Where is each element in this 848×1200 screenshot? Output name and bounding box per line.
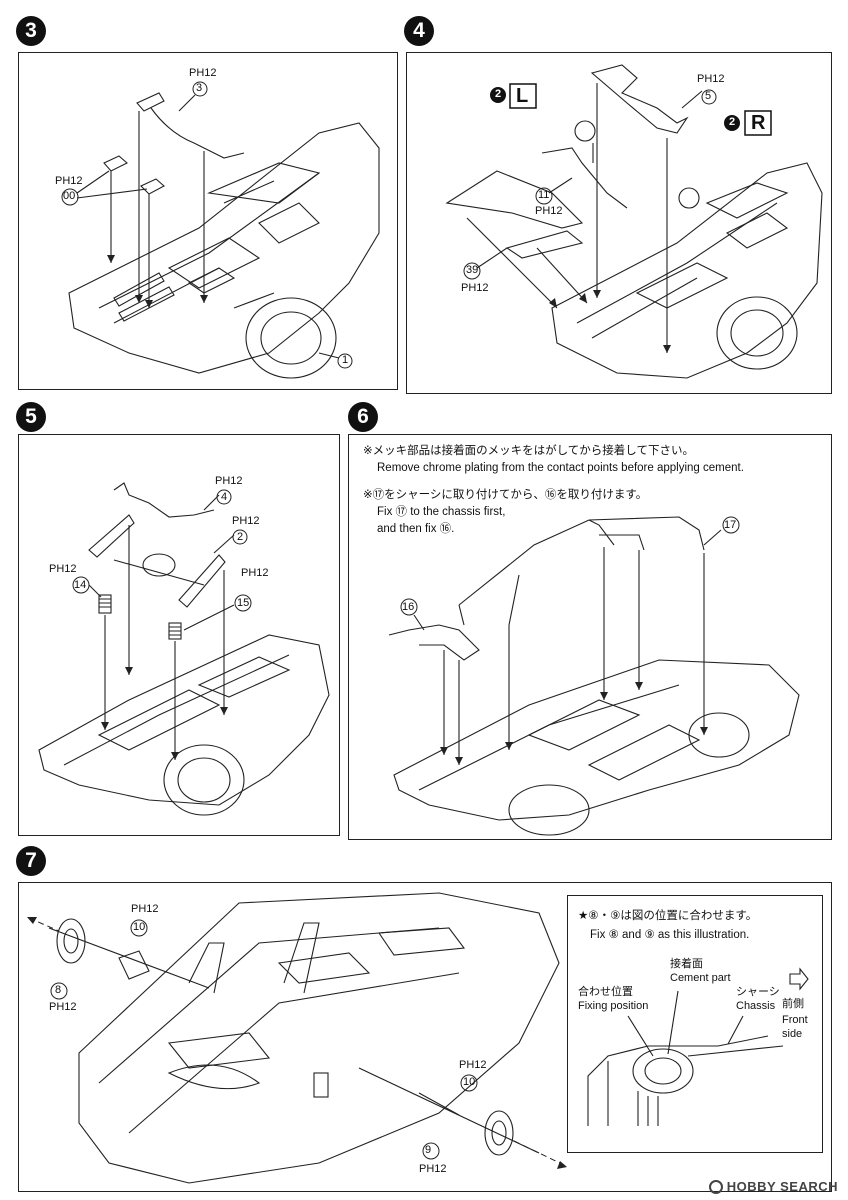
step-4-marker-l: L (516, 85, 529, 107)
step-7-number: 7 (16, 846, 46, 876)
watermark-text: HOBBY SEARCH (726, 1179, 838, 1194)
step-3-panel: PH12 3 PH12 00 1 (18, 52, 398, 390)
callout-chassis-en: Chassis (736, 1000, 776, 1012)
step-4-ph-a: PH12 (697, 73, 725, 85)
step-6-note-jp-2: ※⑰をシャーシに取り付けてから、⑯を取り付けます。 (363, 489, 648, 501)
step-5-ph-a: PH12 (215, 475, 243, 487)
step-3-ph-a: PH12 (189, 67, 217, 79)
step-4-ph-c: PH12 (461, 282, 489, 294)
step-6-note-jp-1: ※メッキ部品は接着面のメッキをはがしてから接着して下さい。 (363, 445, 694, 457)
step-6-illustration (388, 516, 800, 836)
step-5-illustration (38, 482, 330, 816)
step-3-part-b: 00 (63, 190, 76, 202)
hobby-search-logo-icon (708, 1179, 723, 1194)
step-6-part-a: 17 (724, 519, 737, 531)
watermark: HOBBY SEARCH (708, 1179, 838, 1194)
step-6-part-b: 16 (402, 601, 415, 613)
step-6-number: 6 (348, 402, 378, 432)
step-5-part-d: 15 (237, 597, 250, 609)
step-7-illustration (27, 892, 567, 1184)
step-6-note-en-2a: Fix ⑰ to the chassis first, (377, 506, 506, 518)
callout-front-jp: 前側 (782, 998, 804, 1010)
callout-front-en-2: side (782, 1028, 803, 1040)
step-6-note-en-1: Remove chrome plating from the contact p… (377, 462, 744, 474)
step-5-panel: PH12 4 PH12 2 PH12 14 PH12 15 (18, 434, 340, 836)
step-7-part-c: 10 (463, 1076, 476, 1088)
step-4-number: 4 (404, 16, 434, 46)
step-3-illustration (61, 81, 380, 379)
callout-illustration (587, 967, 809, 1126)
step-7-ph-d: PH12 (419, 1163, 447, 1175)
step-4-part-a: 5 (705, 90, 712, 102)
step-4-illustration (445, 64, 823, 379)
step-7-ph-a: PH12 (131, 903, 159, 915)
callout-cement-en: Cement part (670, 972, 731, 984)
step-4-marker-r-num: 2 (729, 116, 736, 128)
step-4-marker-l-num: 2 (495, 88, 502, 100)
step-4-marker-r: R (751, 112, 766, 134)
step-5-part-b: 2 (237, 531, 244, 543)
step-4-ph-b: PH12 (535, 205, 563, 217)
step-3-part-a: 3 (196, 82, 203, 94)
step-3-part-c: 1 (342, 354, 349, 366)
callout-fixing-jp: 合わせ位置 (578, 986, 633, 998)
callout-fixing-en: Fixing position (578, 1000, 649, 1012)
step-4-part-b: 11 (538, 189, 550, 201)
step-5-ph-b: PH12 (232, 515, 260, 527)
step-5-ph-d: PH12 (241, 567, 269, 579)
step-3-ph-b: PH12 (55, 175, 83, 187)
callout-jp-title: ★⑧・⑨は図の位置に合わせます。 (578, 910, 758, 922)
step-5-ph-c: PH12 (49, 563, 77, 575)
step-6-note-en-2b: and then fix ⑯. (377, 523, 455, 535)
step-5-number: 5 (16, 402, 46, 432)
callout-front-en-1: Front (782, 1014, 808, 1026)
step-3-number: 3 (16, 16, 46, 46)
callout-cement-jp: 接着面 (670, 958, 703, 970)
step-5-part-c: 14 (74, 579, 87, 591)
step-7-callout: ★⑧・⑨は図の位置に合わせます。 Fix ⑧ and ⑨ as this ill… (567, 895, 823, 1153)
callout-chassis-jp: シャーシ (736, 986, 780, 998)
step-7-ph-b: PH12 (49, 1001, 77, 1013)
step-4-part-c: 39 (466, 264, 479, 276)
callout-en-title: Fix ⑧ and ⑨ as this illustration. (590, 929, 750, 941)
step-7-ph-c: PH12 (459, 1059, 487, 1071)
step-7-part-b: 8 (55, 984, 62, 996)
step-5-part-a: 4 (221, 491, 228, 503)
step-7-part-a: 10 (133, 921, 146, 933)
step-7-panel: PH12 10 8 PH12 PH12 10 9 PH12 ★⑧・⑨は図の位置に… (18, 882, 832, 1192)
step-4-panel: PH12 5 2 L 2 R 11 PH12 39 PH12 (406, 52, 832, 394)
step-6-panel: ※メッキ部品は接着面のメッキをはがしてから接着して下さい。 Remove chr… (348, 434, 832, 840)
step-7-part-d: 9 (425, 1144, 432, 1156)
